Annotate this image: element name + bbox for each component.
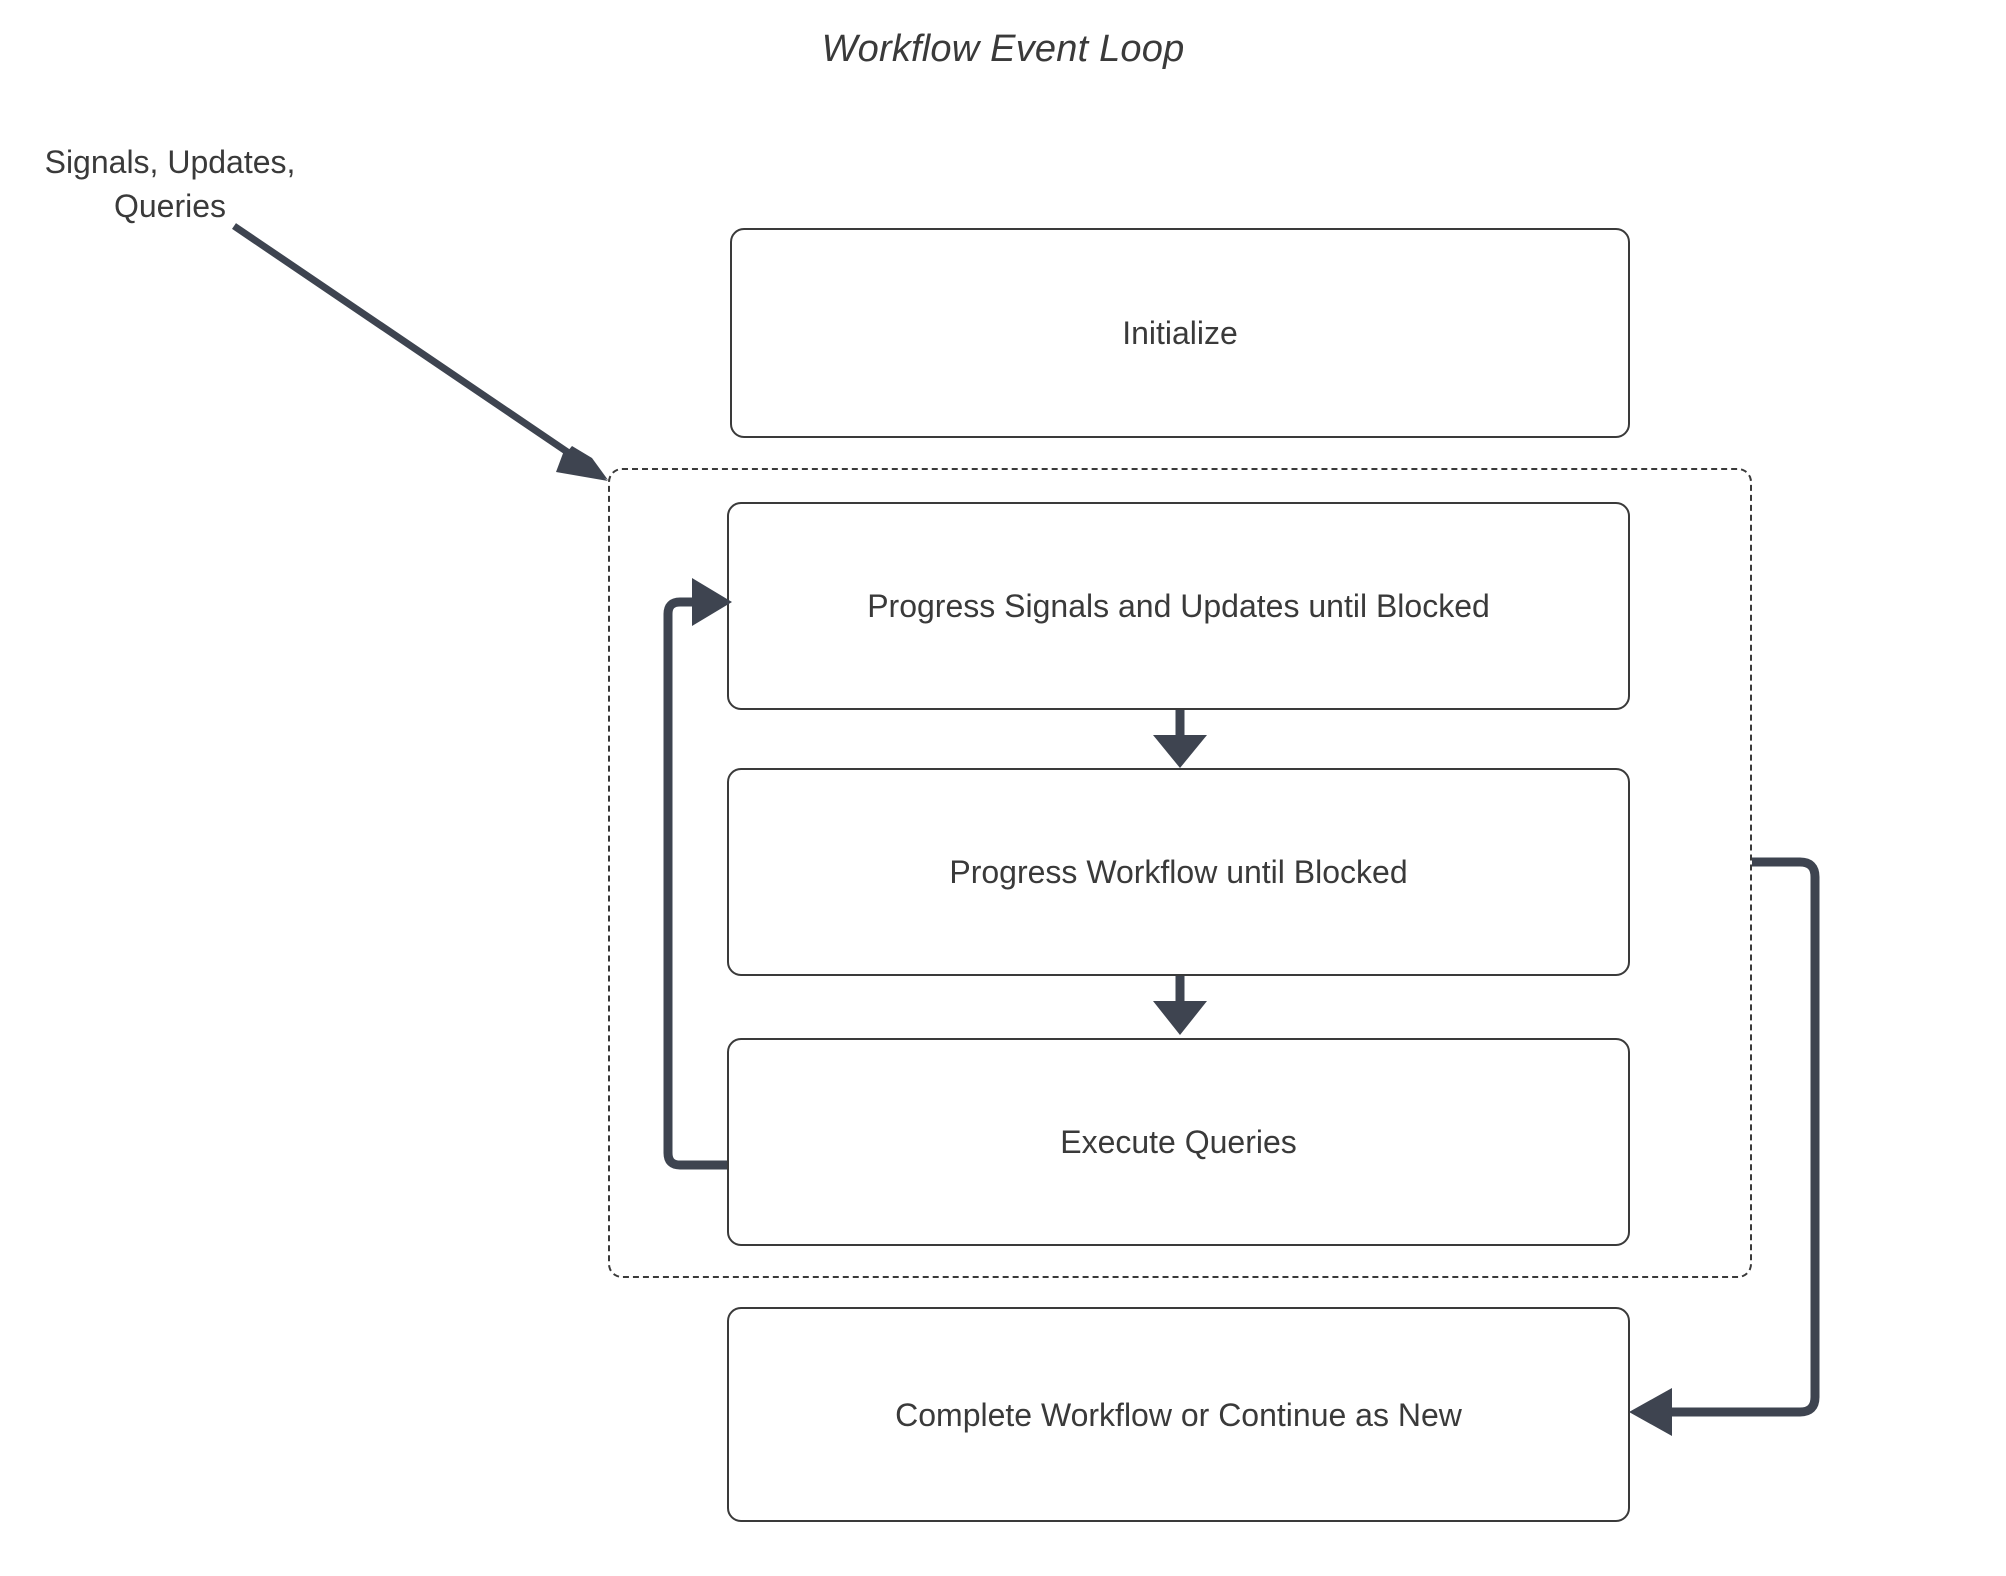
- node-progress-signals-updates[interactable]: Progress Signals and Updates until Block…: [727, 502, 1630, 710]
- input-signals-label-line2: Queries: [113, 188, 227, 224]
- input-signals-label: Signals, Updates, Queries: [30, 140, 310, 228]
- node-initialize-label: Initialize: [1122, 315, 1238, 351]
- node-progress-signals-updates-label: Progress Signals and Updates until Block…: [867, 588, 1490, 624]
- node-initialize[interactable]: Initialize: [730, 228, 1630, 438]
- node-complete-workflow-label: Complete Workflow or Continue as New: [895, 1396, 1462, 1433]
- node-progress-workflow-label: Progress Workflow until Blocked: [949, 854, 1408, 890]
- node-execute-queries-label: Execute Queries: [1060, 1124, 1297, 1160]
- page-title: Workflow Event Loop: [821, 28, 1185, 70]
- edge-input-arrow: [232, 223, 608, 481]
- node-complete-workflow[interactable]: Complete Workflow or Continue as New: [727, 1307, 1630, 1522]
- node-progress-workflow[interactable]: Progress Workflow until Blocked: [727, 768, 1630, 976]
- input-signals-label-line1: Signals, Updates,: [44, 144, 296, 180]
- node-execute-queries[interactable]: Execute Queries: [727, 1038, 1630, 1246]
